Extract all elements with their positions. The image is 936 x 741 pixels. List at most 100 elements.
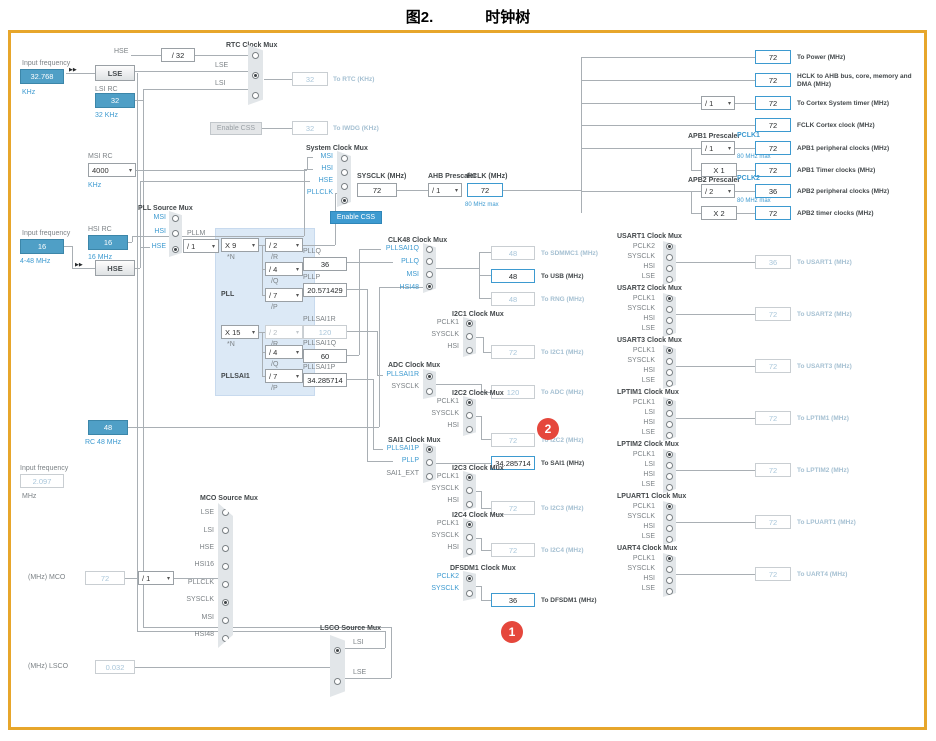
radio-button[interactable]	[666, 555, 673, 562]
radio-button[interactable]	[340, 168, 348, 176]
pllm-divider-select[interactable]: / 1 ▾	[183, 239, 219, 253]
radio-button[interactable]	[466, 487, 473, 495]
radio-button[interactable]	[666, 410, 673, 417]
radio-button[interactable]	[172, 245, 179, 253]
dfsdm1-clock-value[interactable]: 36	[491, 593, 535, 607]
radio-button[interactable]	[334, 678, 341, 685]
radio-button[interactable]	[466, 320, 473, 328]
radio-button[interactable]	[466, 346, 473, 354]
hclk-value[interactable]: 72	[467, 183, 503, 197]
radio-button[interactable]	[466, 590, 473, 597]
radio-button[interactable]	[172, 230, 179, 238]
radio-button[interactable]	[666, 347, 673, 354]
rtc-enable-css-button[interactable]: Enable CSS	[210, 122, 262, 135]
pll-q-select[interactable]: / 4 ▾	[265, 262, 303, 276]
radio-button[interactable]	[334, 647, 341, 654]
radio-button[interactable]	[222, 581, 229, 589]
radio-button[interactable]	[222, 617, 229, 625]
radio-button[interactable]	[666, 380, 673, 387]
radio-button[interactable]	[666, 265, 673, 272]
radio-button[interactable]	[252, 51, 259, 59]
wire	[483, 337, 484, 352]
pllsai1-q-select[interactable]: / 4 ▾	[265, 345, 303, 359]
radio-button[interactable]	[222, 526, 229, 534]
usb-clock-value[interactable]: 48	[491, 269, 535, 283]
radio-button[interactable]	[466, 412, 473, 420]
radio-button[interactable]	[252, 91, 259, 99]
radio-button[interactable]	[340, 154, 348, 162]
radio-button[interactable]	[666, 306, 673, 313]
radio-button[interactable]	[666, 484, 673, 491]
lse-button[interactable]: LSE	[95, 65, 135, 81]
radio-button[interactable]	[466, 333, 473, 341]
radio-button[interactable]	[666, 451, 673, 458]
radio-button[interactable]	[222, 562, 229, 570]
radio-button[interactable]	[426, 270, 433, 278]
radio-button[interactable]	[222, 508, 229, 516]
radio-button[interactable]	[666, 503, 673, 510]
sai1-clock-value[interactable]: 34.285714	[491, 456, 535, 470]
enable-css-button[interactable]: Enable CSS	[330, 211, 382, 224]
radio-button[interactable]	[426, 459, 433, 467]
radio-button[interactable]	[466, 521, 473, 529]
pll-r-select[interactable]: / 2 ▾	[265, 238, 303, 252]
pllsai1-n-select[interactable]: X 15 ▾	[221, 325, 259, 339]
radio-button[interactable]	[466, 534, 473, 542]
radio-button[interactable]	[426, 283, 433, 291]
pllsai1-p-select[interactable]: / 7 ▾	[265, 369, 303, 383]
radio-button[interactable]	[426, 245, 433, 253]
hse-button[interactable]: HSE	[95, 260, 135, 276]
radio-button[interactable]	[666, 276, 673, 283]
radio-button[interactable]	[426, 446, 433, 454]
radio-button[interactable]	[666, 254, 673, 261]
radio-button[interactable]	[666, 399, 673, 406]
lse-frequency-input[interactable]: 32.768	[20, 69, 64, 84]
radio-button[interactable]	[466, 474, 473, 482]
radio-button[interactable]	[666, 525, 673, 532]
radio-button[interactable]	[666, 358, 673, 365]
radio-button[interactable]	[666, 317, 673, 324]
msi-frequency-select[interactable]: 4000 ▾	[88, 163, 136, 177]
rtc-hse-divider[interactable]: / 32	[161, 48, 195, 62]
radio-button[interactable]	[466, 500, 473, 508]
radio-button[interactable]	[666, 369, 673, 376]
radio-button[interactable]	[666, 432, 673, 439]
hse-frequency-input[interactable]: 16	[20, 239, 64, 254]
pll-p-select[interactable]: / 7 ▾	[265, 288, 303, 302]
mco-divider-select[interactable]: / 1 ▾	[138, 571, 174, 585]
cortex-timer-divider-select[interactable]: / 1 ▾	[701, 96, 735, 110]
ahb-prescaler-select[interactable]: / 1 ▾	[428, 183, 462, 197]
radio-button[interactable]	[222, 544, 229, 552]
radio-button[interactable]	[666, 473, 673, 480]
radio-button[interactable]	[666, 588, 673, 595]
wire	[479, 275, 491, 276]
radio-button[interactable]	[466, 425, 473, 433]
apb2-prescaler-select[interactable]: / 2 ▾	[701, 184, 735, 198]
hsi-rc-label: HSI RC	[88, 226, 112, 233]
radio-button[interactable]	[340, 182, 348, 190]
radio-button[interactable]	[466, 547, 473, 555]
radio-button[interactable]	[252, 71, 259, 79]
radio-button[interactable]	[426, 472, 433, 480]
pllsai1-r-select[interactable]: / 2 ▾	[265, 325, 303, 339]
radio-button[interactable]	[666, 421, 673, 428]
radio-button[interactable]	[172, 215, 179, 223]
radio-button[interactable]	[426, 258, 433, 266]
radio-button[interactable]	[666, 462, 673, 469]
radio-button[interactable]	[666, 577, 673, 584]
radio-button[interactable]	[666, 328, 673, 335]
radio-button[interactable]	[466, 575, 473, 582]
radio-button[interactable]	[666, 566, 673, 573]
radio-button[interactable]	[666, 243, 673, 250]
radio-button[interactable]	[466, 399, 473, 407]
radio-button[interactable]	[426, 388, 433, 395]
radio-button[interactable]	[222, 635, 229, 643]
radio-button[interactable]	[426, 373, 433, 380]
radio-button[interactable]	[340, 196, 348, 204]
pll-n-select[interactable]: X 9 ▾	[221, 238, 259, 252]
radio-button[interactable]	[666, 514, 673, 521]
radio-button[interactable]	[666, 536, 673, 543]
apb1-prescaler-select[interactable]: / 1 ▾	[701, 141, 735, 155]
radio-button[interactable]	[222, 599, 229, 607]
radio-button[interactable]	[666, 295, 673, 302]
